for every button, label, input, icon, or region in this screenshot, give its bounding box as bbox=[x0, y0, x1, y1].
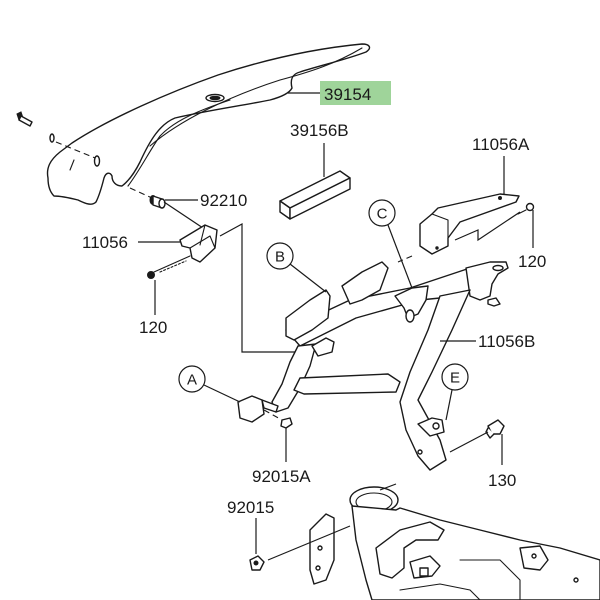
part-120-bolt-right[interactable] bbox=[517, 202, 535, 215]
nut-icon bbox=[487, 297, 501, 307]
assembly-line bbox=[449, 431, 489, 453]
part-11056-bracket[interactable] bbox=[179, 224, 218, 263]
part-number-label: 92210 bbox=[200, 191, 247, 210]
callout-92210[interactable]: 92210 bbox=[165, 191, 247, 210]
hole-icon bbox=[435, 246, 439, 250]
assembly-line bbox=[55, 141, 101, 161]
leader-line bbox=[203, 384, 241, 403]
leader-line bbox=[445, 389, 453, 421]
callout-11056A[interactable]: 11056A bbox=[472, 135, 530, 194]
part-number-label: 92015 bbox=[227, 498, 274, 517]
callout-92015[interactable]: 92015 bbox=[227, 498, 274, 554]
part-92015-nut[interactable] bbox=[249, 525, 351, 571]
hole-icon bbox=[317, 545, 323, 551]
part-11056A-bracket[interactable] bbox=[419, 193, 520, 255]
screw-icon bbox=[16, 111, 33, 127]
washer-icon bbox=[93, 155, 101, 167]
part-120-bolt-left[interactable] bbox=[147, 255, 191, 279]
assembly-line bbox=[129, 187, 153, 199]
callout-39156B[interactable]: 39156B bbox=[290, 121, 349, 177]
marker-letter: C bbox=[377, 206, 388, 223]
part-number-label: 120 bbox=[139, 318, 167, 337]
slot-icon bbox=[69, 159, 75, 171]
grommet-center-icon bbox=[209, 95, 221, 101]
callout-39154[interactable]: 39154 bbox=[288, 81, 391, 105]
hole-icon bbox=[432, 422, 440, 430]
reference-marker-a[interactable]: A bbox=[178, 365, 241, 403]
marker-letter: A bbox=[187, 372, 197, 389]
assembly-line bbox=[397, 255, 413, 263]
nut-icon bbox=[280, 417, 293, 429]
washer-icon bbox=[49, 133, 55, 143]
assembly-line bbox=[379, 483, 397, 491]
part-number-label: 11056A bbox=[472, 135, 530, 154]
main-frame bbox=[309, 483, 600, 600]
part-number-label: 39156B bbox=[290, 121, 349, 140]
part-39154-cover-panel[interactable] bbox=[46, 43, 371, 205]
marker-letter: B bbox=[275, 249, 285, 266]
assembly-line bbox=[219, 222, 298, 353]
bolt-head-icon bbox=[147, 271, 155, 279]
callout-130[interactable]: 130 bbox=[488, 434, 516, 490]
hole-icon bbox=[417, 449, 423, 455]
hole-icon bbox=[573, 577, 579, 583]
part-11056B-subframe[interactable] bbox=[237, 261, 509, 471]
reference-marker-e[interactable]: E bbox=[441, 363, 469, 421]
marker-letter: E bbox=[450, 370, 460, 387]
mount-cup bbox=[237, 395, 265, 423]
leader-line bbox=[387, 224, 413, 289]
callout-11056[interactable]: 11056 bbox=[82, 233, 180, 252]
assembly-line bbox=[267, 525, 351, 561]
part-number-label: 120 bbox=[518, 252, 546, 271]
leader-line bbox=[289, 263, 327, 293]
part-number-label: 130 bbox=[488, 471, 516, 490]
screw-and-washer bbox=[16, 111, 101, 167]
hole-icon bbox=[492, 264, 504, 272]
callout-11056B[interactable]: 11056B bbox=[440, 332, 535, 351]
hole-icon bbox=[405, 309, 415, 323]
hole-icon bbox=[498, 196, 502, 200]
part-number-label: 92015A bbox=[252, 467, 311, 486]
part-130-bolt[interactable] bbox=[449, 419, 505, 453]
part-number-label: 11056 bbox=[82, 233, 128, 252]
part-92015A-nut[interactable] bbox=[263, 409, 293, 429]
highlight-box bbox=[320, 81, 391, 105]
callout-120-left[interactable]: 120 bbox=[139, 280, 167, 337]
part-number-label: 11056B bbox=[478, 332, 535, 351]
bolt-head-icon bbox=[525, 202, 535, 212]
reference-marker-b[interactable]: B bbox=[266, 242, 327, 293]
part-number-label: 39154 bbox=[324, 85, 371, 104]
assembly-line bbox=[454, 211, 521, 242]
hole-icon bbox=[531, 553, 537, 559]
assembly-line bbox=[263, 409, 283, 421]
part-92210-collar[interactable] bbox=[149, 195, 166, 209]
callout-120-right[interactable]: 120 bbox=[518, 210, 546, 271]
hole-icon bbox=[315, 565, 321, 571]
callout-92015A[interactable]: 92015A bbox=[252, 428, 311, 486]
part-39156B-foam-block[interactable] bbox=[279, 170, 351, 220]
reference-marker-c[interactable]: C bbox=[368, 199, 413, 289]
